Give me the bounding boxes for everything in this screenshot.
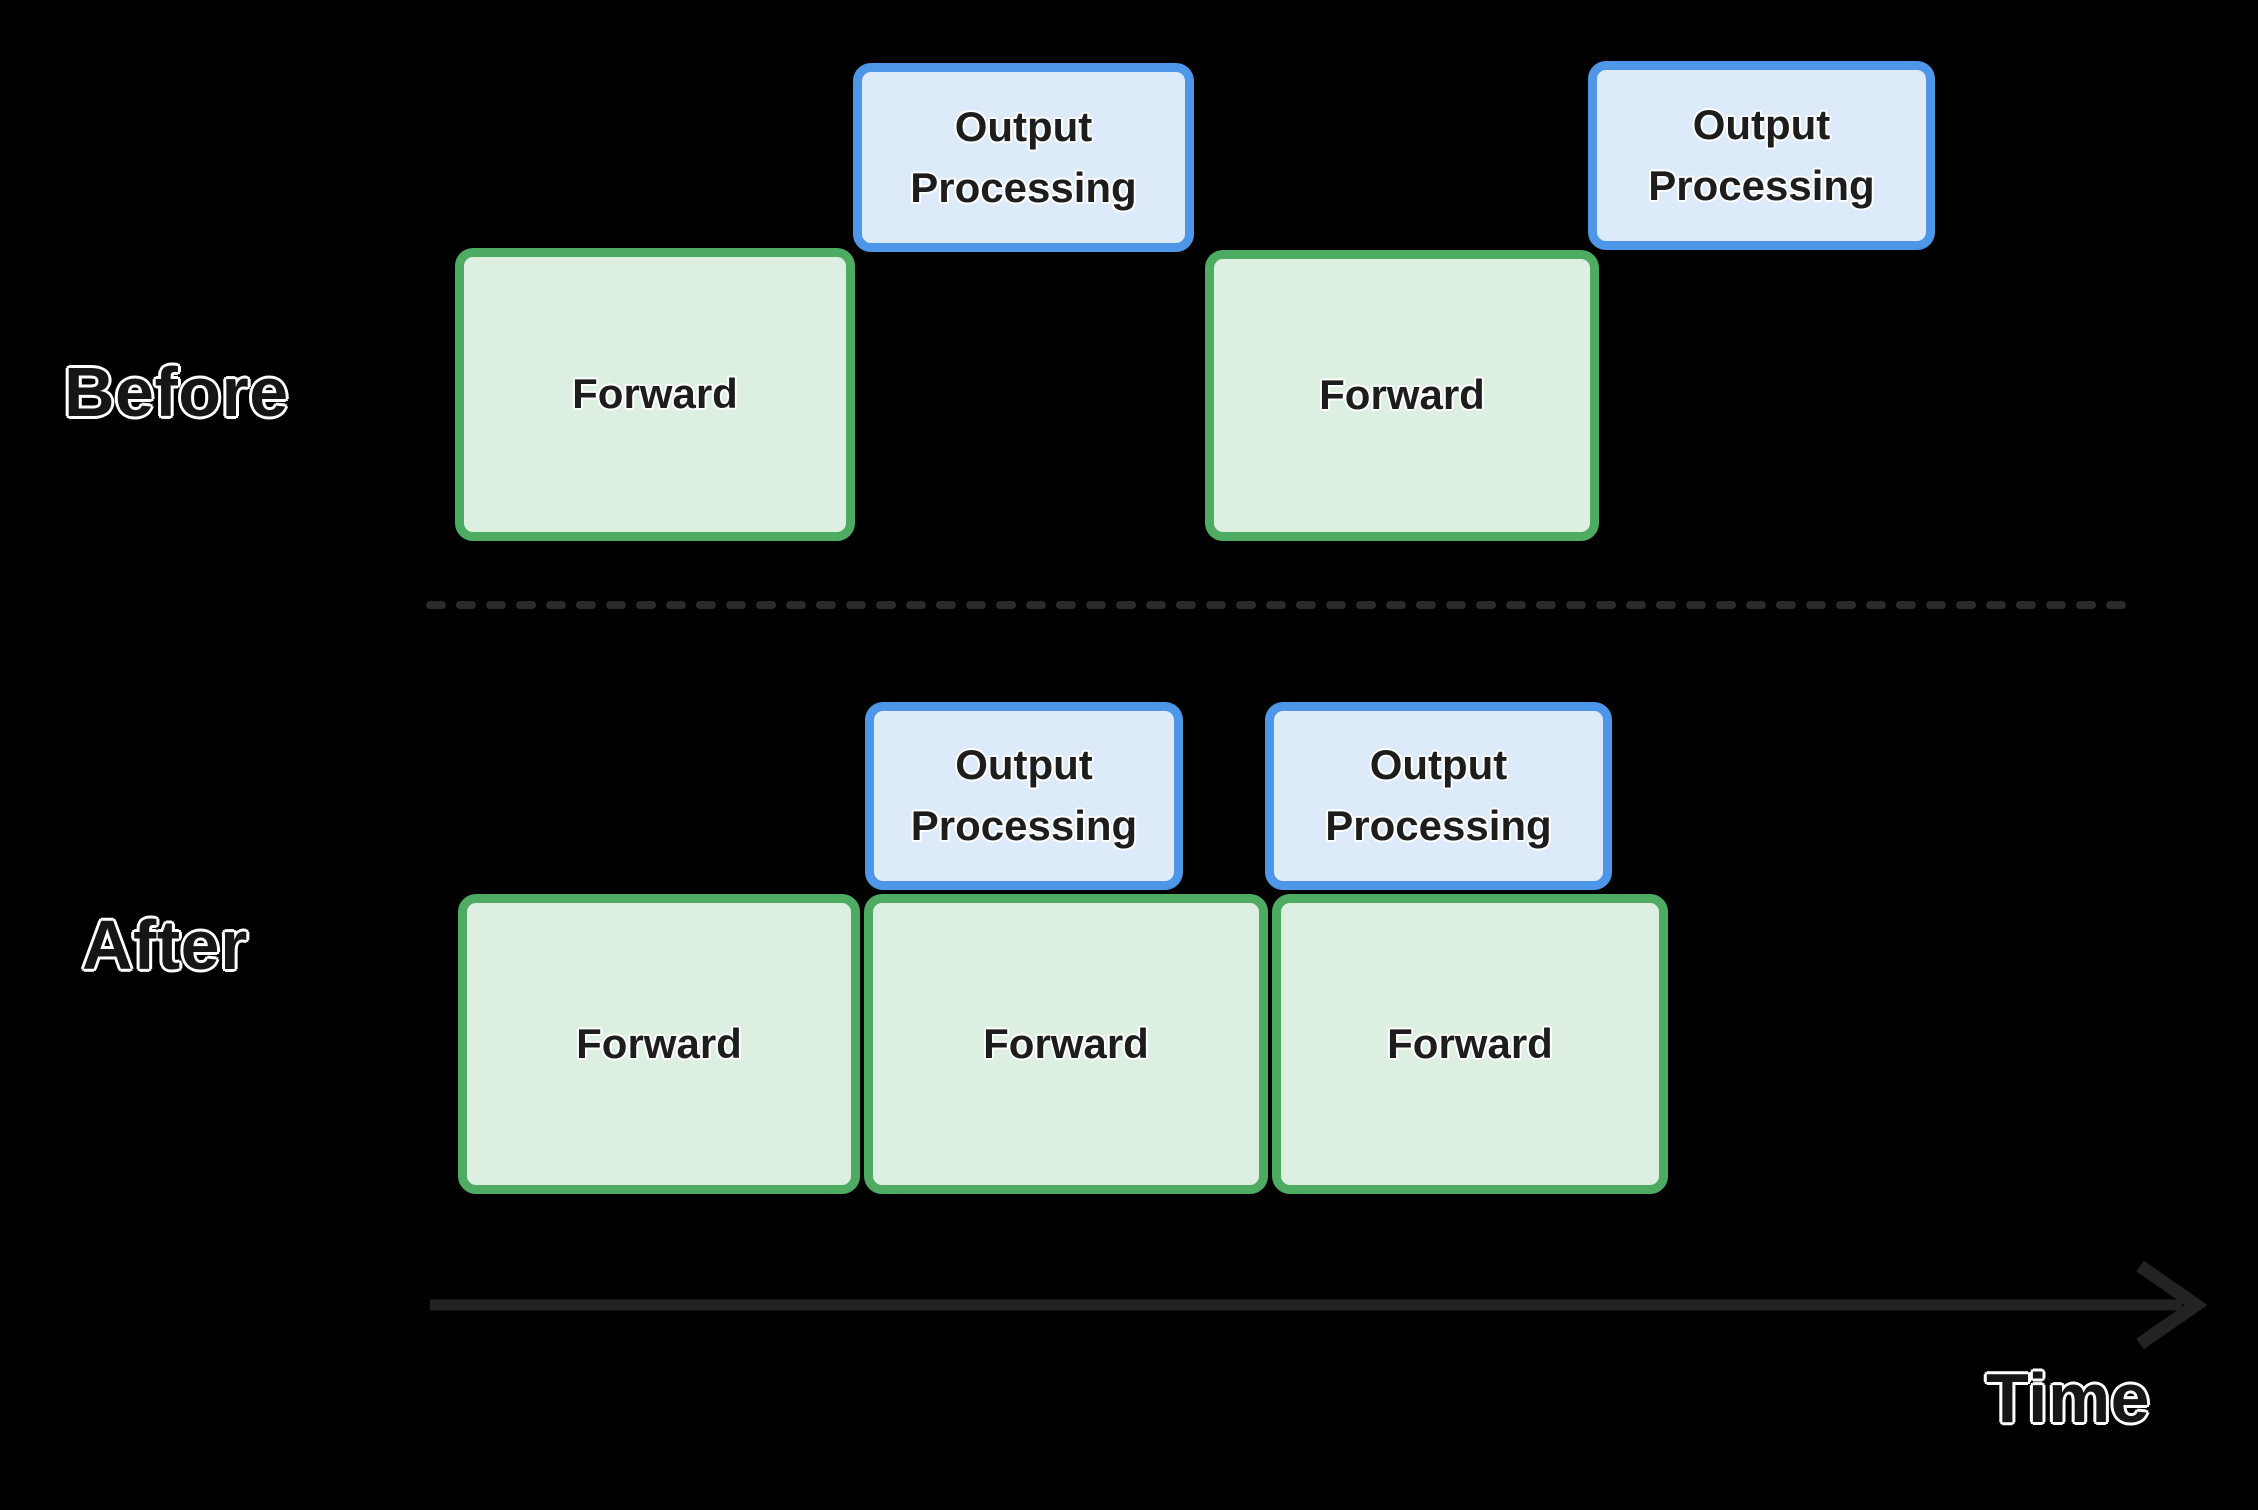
before-output-processing-box-2-label: Output Processing: [1648, 100, 1875, 209]
after-output-processing-box-2-label: Output Processing: [1325, 741, 1552, 849]
before-forward-box-1-label: Forward: [572, 370, 738, 418]
after-forward-box-3-label: Forward: [1387, 1019, 1553, 1067]
before-output-processing-box-1: Output Processing: [853, 63, 1194, 252]
before-forward-box-2: Forward: [1205, 250, 1599, 541]
time-axis-arrowhead-icon: [2136, 1260, 2208, 1350]
after-output-processing-box-1: Output Processing: [865, 702, 1183, 890]
time-axis-label: Time: [1986, 1359, 2151, 1437]
before-output-processing-box-1-label: Output Processing: [910, 102, 1137, 211]
before-row-label: Before: [64, 353, 289, 431]
before-output-processing-box-2: Output Processing: [1588, 61, 1935, 250]
after-forward-box-2: Forward: [864, 894, 1268, 1194]
before-forward-box-1: Forward: [455, 248, 855, 541]
after-forward-box-3: Forward: [1272, 894, 1668, 1194]
after-forward-box-1-label: Forward: [576, 1019, 742, 1067]
after-output-processing-box-1-label: Output Processing: [910, 741, 1138, 849]
after-output-processing-box-2: Output Processing: [1265, 702, 1612, 890]
after-forward-box-2-label: Forward: [983, 1019, 1149, 1067]
after-forward-box-1: Forward: [458, 894, 860, 1194]
after-row-label: After: [82, 906, 248, 984]
before-forward-box-2-label: Forward: [1319, 371, 1485, 419]
